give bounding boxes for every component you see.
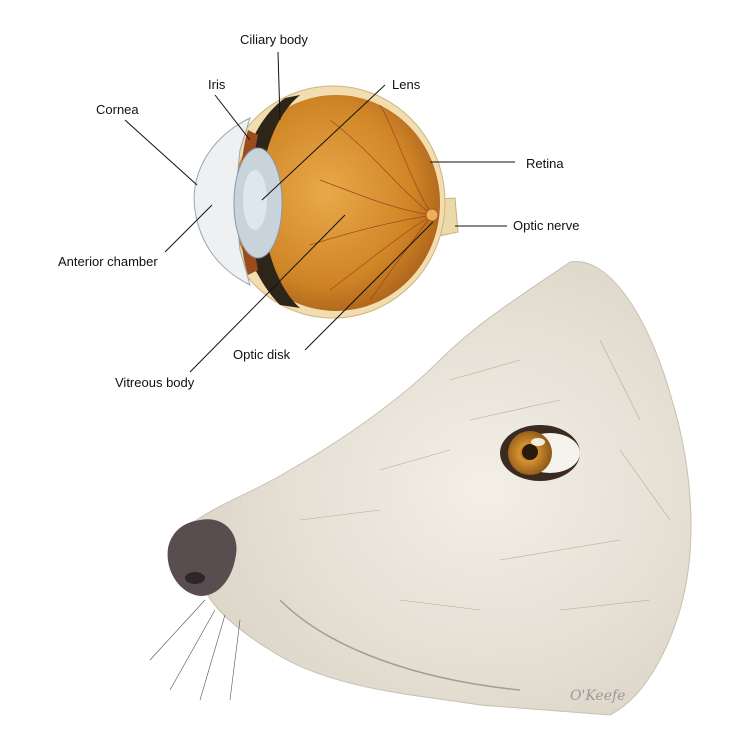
retinal-vessels — [309, 104, 433, 301]
label-cornea: Cornea — [96, 102, 139, 117]
dog-head — [149, 261, 692, 716]
label-optic-nerve: Optic nerve — [513, 218, 580, 233]
eye-cross-section — [193, 85, 459, 319]
whiskers — [149, 599, 241, 701]
lens-highlight — [243, 170, 267, 230]
dog-nose — [167, 519, 237, 596]
label-iris: Iris — [208, 77, 226, 92]
cornea-shape — [193, 117, 251, 286]
label-ciliary-body: Ciliary body — [240, 32, 308, 47]
label-retina: Retina — [526, 156, 564, 171]
leader-lines — [124, 51, 515, 373]
optic-disk-shape — [425, 208, 439, 222]
label-anterior-chamber: Anterior chamber — [58, 254, 158, 269]
artist-signature: O'Keefe — [570, 688, 625, 704]
label-vitreous-body: Vitreous body — [115, 375, 195, 390]
label-lens: Lens — [392, 77, 421, 92]
dog-fur — [176, 261, 692, 716]
nostril — [185, 572, 205, 584]
dog-pupil — [522, 444, 538, 460]
eye-highlight — [531, 438, 545, 446]
fur-strokes — [299, 339, 671, 611]
mouth-line — [279, 599, 521, 691]
label-optic-disk: Optic disk — [233, 347, 291, 362]
vitreous-shape — [232, 95, 440, 311]
